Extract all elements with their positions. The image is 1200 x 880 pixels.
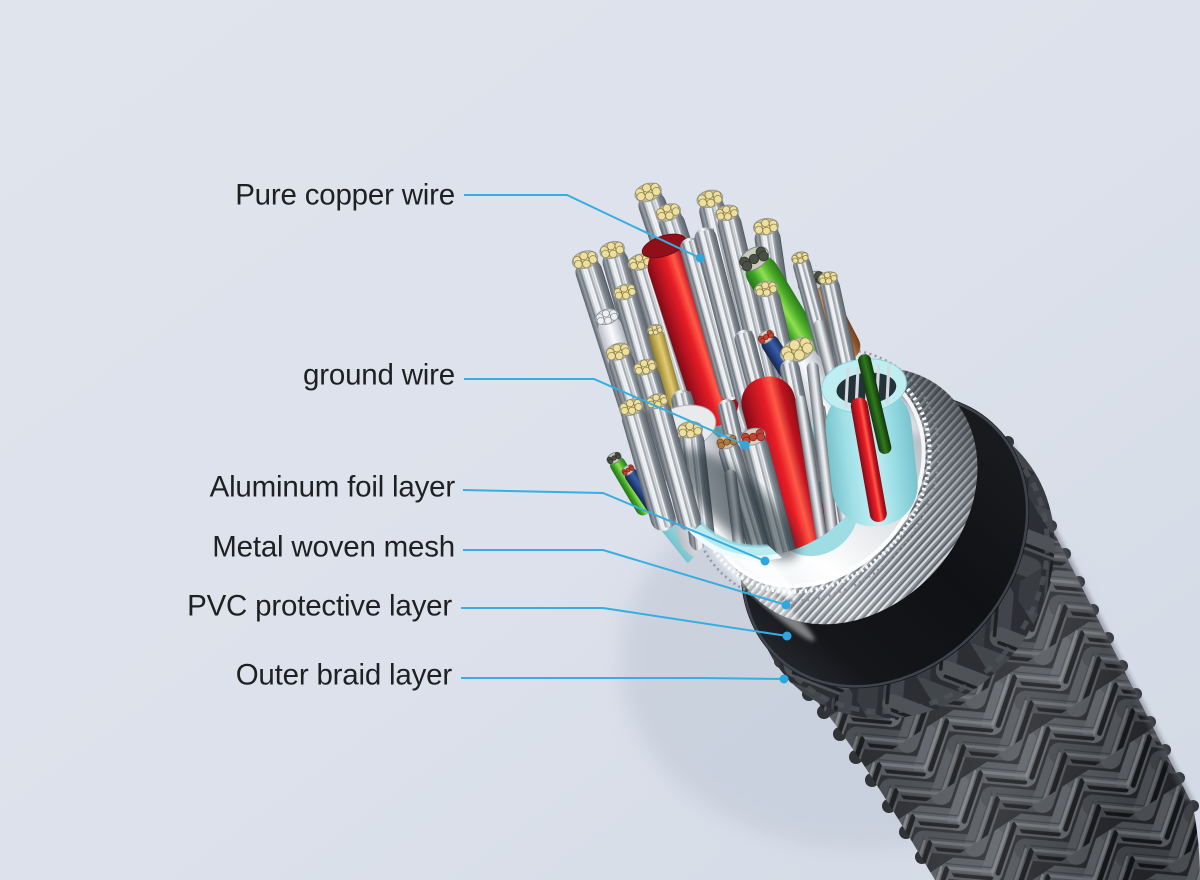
- svg-text:Aluminum foil layer: Aluminum foil layer: [210, 471, 456, 504]
- svg-text:ground wire: ground wire: [303, 359, 455, 392]
- svg-text:PVC protective layer: PVC protective layer: [187, 590, 452, 623]
- svg-text:Outer braid layer: Outer braid layer: [236, 659, 453, 692]
- svg-text:Pure copper wire: Pure copper wire: [235, 179, 455, 212]
- svg-text:Metal woven mesh: Metal woven mesh: [212, 531, 455, 564]
